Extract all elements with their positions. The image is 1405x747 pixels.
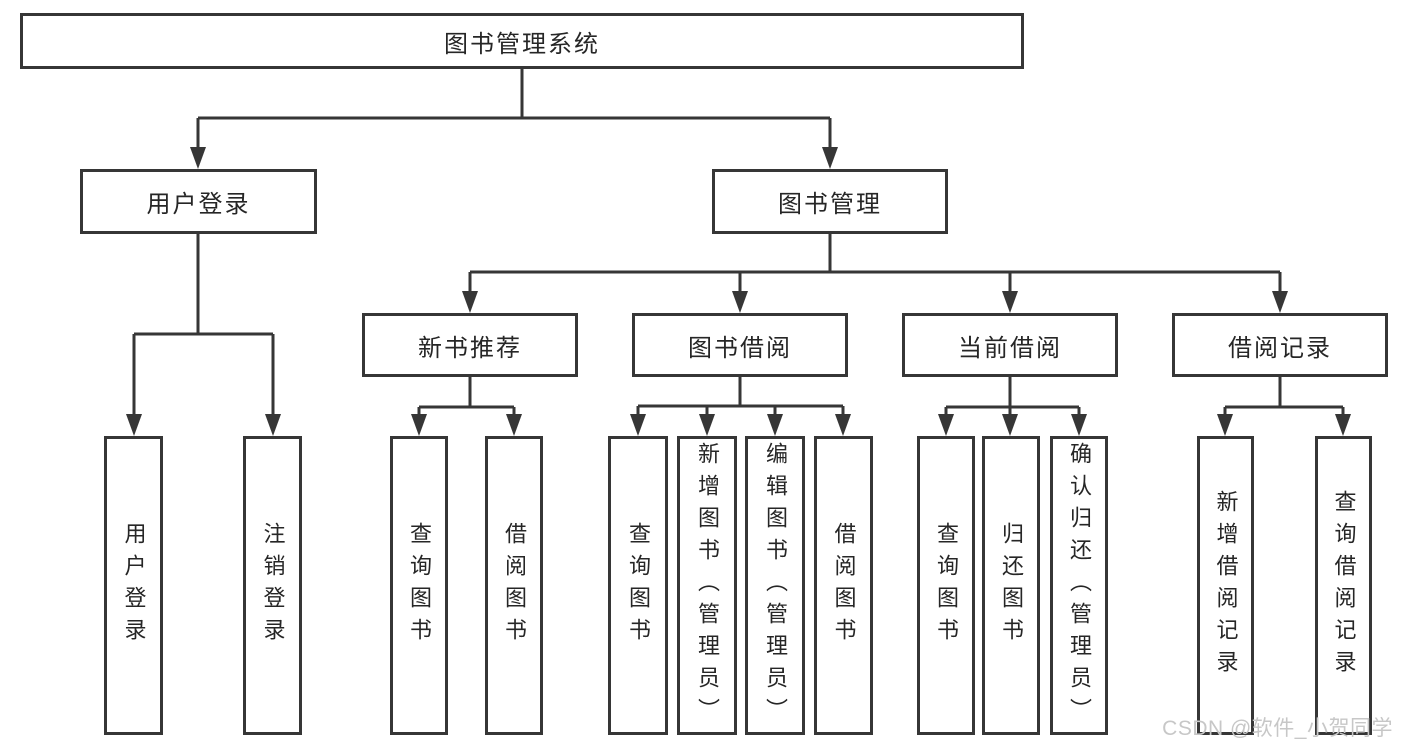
leaf-borrow-books: 借阅图书 xyxy=(814,436,873,735)
leaf-label: 确认归还（管理员） xyxy=(1067,441,1092,730)
leaf-borrow-books: 借阅图书 xyxy=(485,436,543,735)
node-book-borrowing: 图书借阅 xyxy=(632,313,848,377)
leaf-query-books: 查询图书 xyxy=(917,436,975,735)
arrowhead xyxy=(822,147,838,169)
arrowhead xyxy=(699,414,715,436)
arrowhead xyxy=(462,291,478,313)
leaf-query-books: 查询图书 xyxy=(608,436,668,735)
csdn-watermark: CSDN @软件_小贺同学 xyxy=(1162,717,1393,740)
leaf-label: 注销登录 xyxy=(260,521,286,650)
leaf-label: 查询图书 xyxy=(407,521,432,650)
connectors-current-to-leaves xyxy=(938,377,1087,436)
leaf-label: 编辑图书（管理员） xyxy=(763,441,788,730)
leaf-return-books: 归还图书 xyxy=(982,436,1040,735)
node-new-book-recommend: 新书推荐 xyxy=(362,313,578,377)
node-label: 用户登录 xyxy=(146,191,251,218)
node-book-management: 图书管理 xyxy=(712,169,948,234)
leaf-label: 查询图书 xyxy=(626,521,651,650)
arrowhead xyxy=(265,414,281,436)
leaf-label: 用户登录 xyxy=(121,521,147,650)
leaf-label: 新增图书（管理员） xyxy=(695,441,720,730)
node-label: 借阅记录 xyxy=(1228,334,1332,362)
leaf-label: 查询图书 xyxy=(934,521,959,650)
arrowhead xyxy=(411,414,427,436)
connectors-newbook-to-leaves xyxy=(411,377,522,436)
arrowhead xyxy=(1335,414,1351,436)
node-label: 图书借阅 xyxy=(688,334,792,362)
arrowhead xyxy=(126,414,142,436)
node-current-borrowing: 当前借阅 xyxy=(902,313,1118,377)
connectors-records-to-leaves xyxy=(1217,377,1351,436)
leaf-query-borrow-record: 查询借阅记录 xyxy=(1315,436,1372,735)
leaf-label: 借阅图书 xyxy=(831,521,857,650)
node-label: 图书管理系统 xyxy=(444,30,600,58)
leaf-label: 借阅图书 xyxy=(502,521,527,650)
node-user-login: 用户登录 xyxy=(80,169,317,234)
leaf-add-borrow-record: 新增借阅记录 xyxy=(1197,436,1254,735)
leaf-user-login: 用户登录 xyxy=(104,436,163,735)
arrowhead xyxy=(630,414,646,436)
arrowhead xyxy=(1071,414,1087,436)
node-borrowing-records: 借阅记录 xyxy=(1172,313,1388,377)
connectors-login-to-leaves xyxy=(126,234,281,436)
connectors-borrow-to-leaves xyxy=(630,377,851,436)
node-label: 新书推荐 xyxy=(418,334,522,362)
arrowhead xyxy=(506,414,522,436)
arrowhead xyxy=(938,414,954,436)
leaf-confirm-return-admin: 确认归还（管理员） xyxy=(1050,436,1108,735)
arrowhead xyxy=(732,291,748,313)
leaf-logout: 注销登录 xyxy=(243,436,302,735)
arrowhead xyxy=(1002,291,1018,313)
connectors-root-to-level2 xyxy=(190,69,838,169)
node-label: 当前借阅 xyxy=(958,334,1062,362)
arrowhead xyxy=(835,414,851,436)
node-label: 图书管理 xyxy=(778,191,882,218)
arrowhead xyxy=(190,147,206,169)
arrowhead xyxy=(1272,291,1288,313)
leaf-query-books: 查询图书 xyxy=(390,436,448,735)
leaf-add-book-admin: 新增图书（管理员） xyxy=(677,436,737,735)
arrowhead xyxy=(767,414,783,436)
leaf-edit-book-admin: 编辑图书（管理员） xyxy=(745,436,805,735)
arrowhead xyxy=(1217,414,1233,436)
arrowhead xyxy=(1002,414,1018,436)
leaf-label: 查询借阅记录 xyxy=(1331,489,1357,682)
leaf-label: 新增借阅记录 xyxy=(1213,489,1239,682)
leaf-label: 归还图书 xyxy=(999,521,1024,650)
node-system-root: 图书管理系统 xyxy=(20,13,1024,69)
connectors-mgmt-to-level3 xyxy=(462,234,1288,313)
